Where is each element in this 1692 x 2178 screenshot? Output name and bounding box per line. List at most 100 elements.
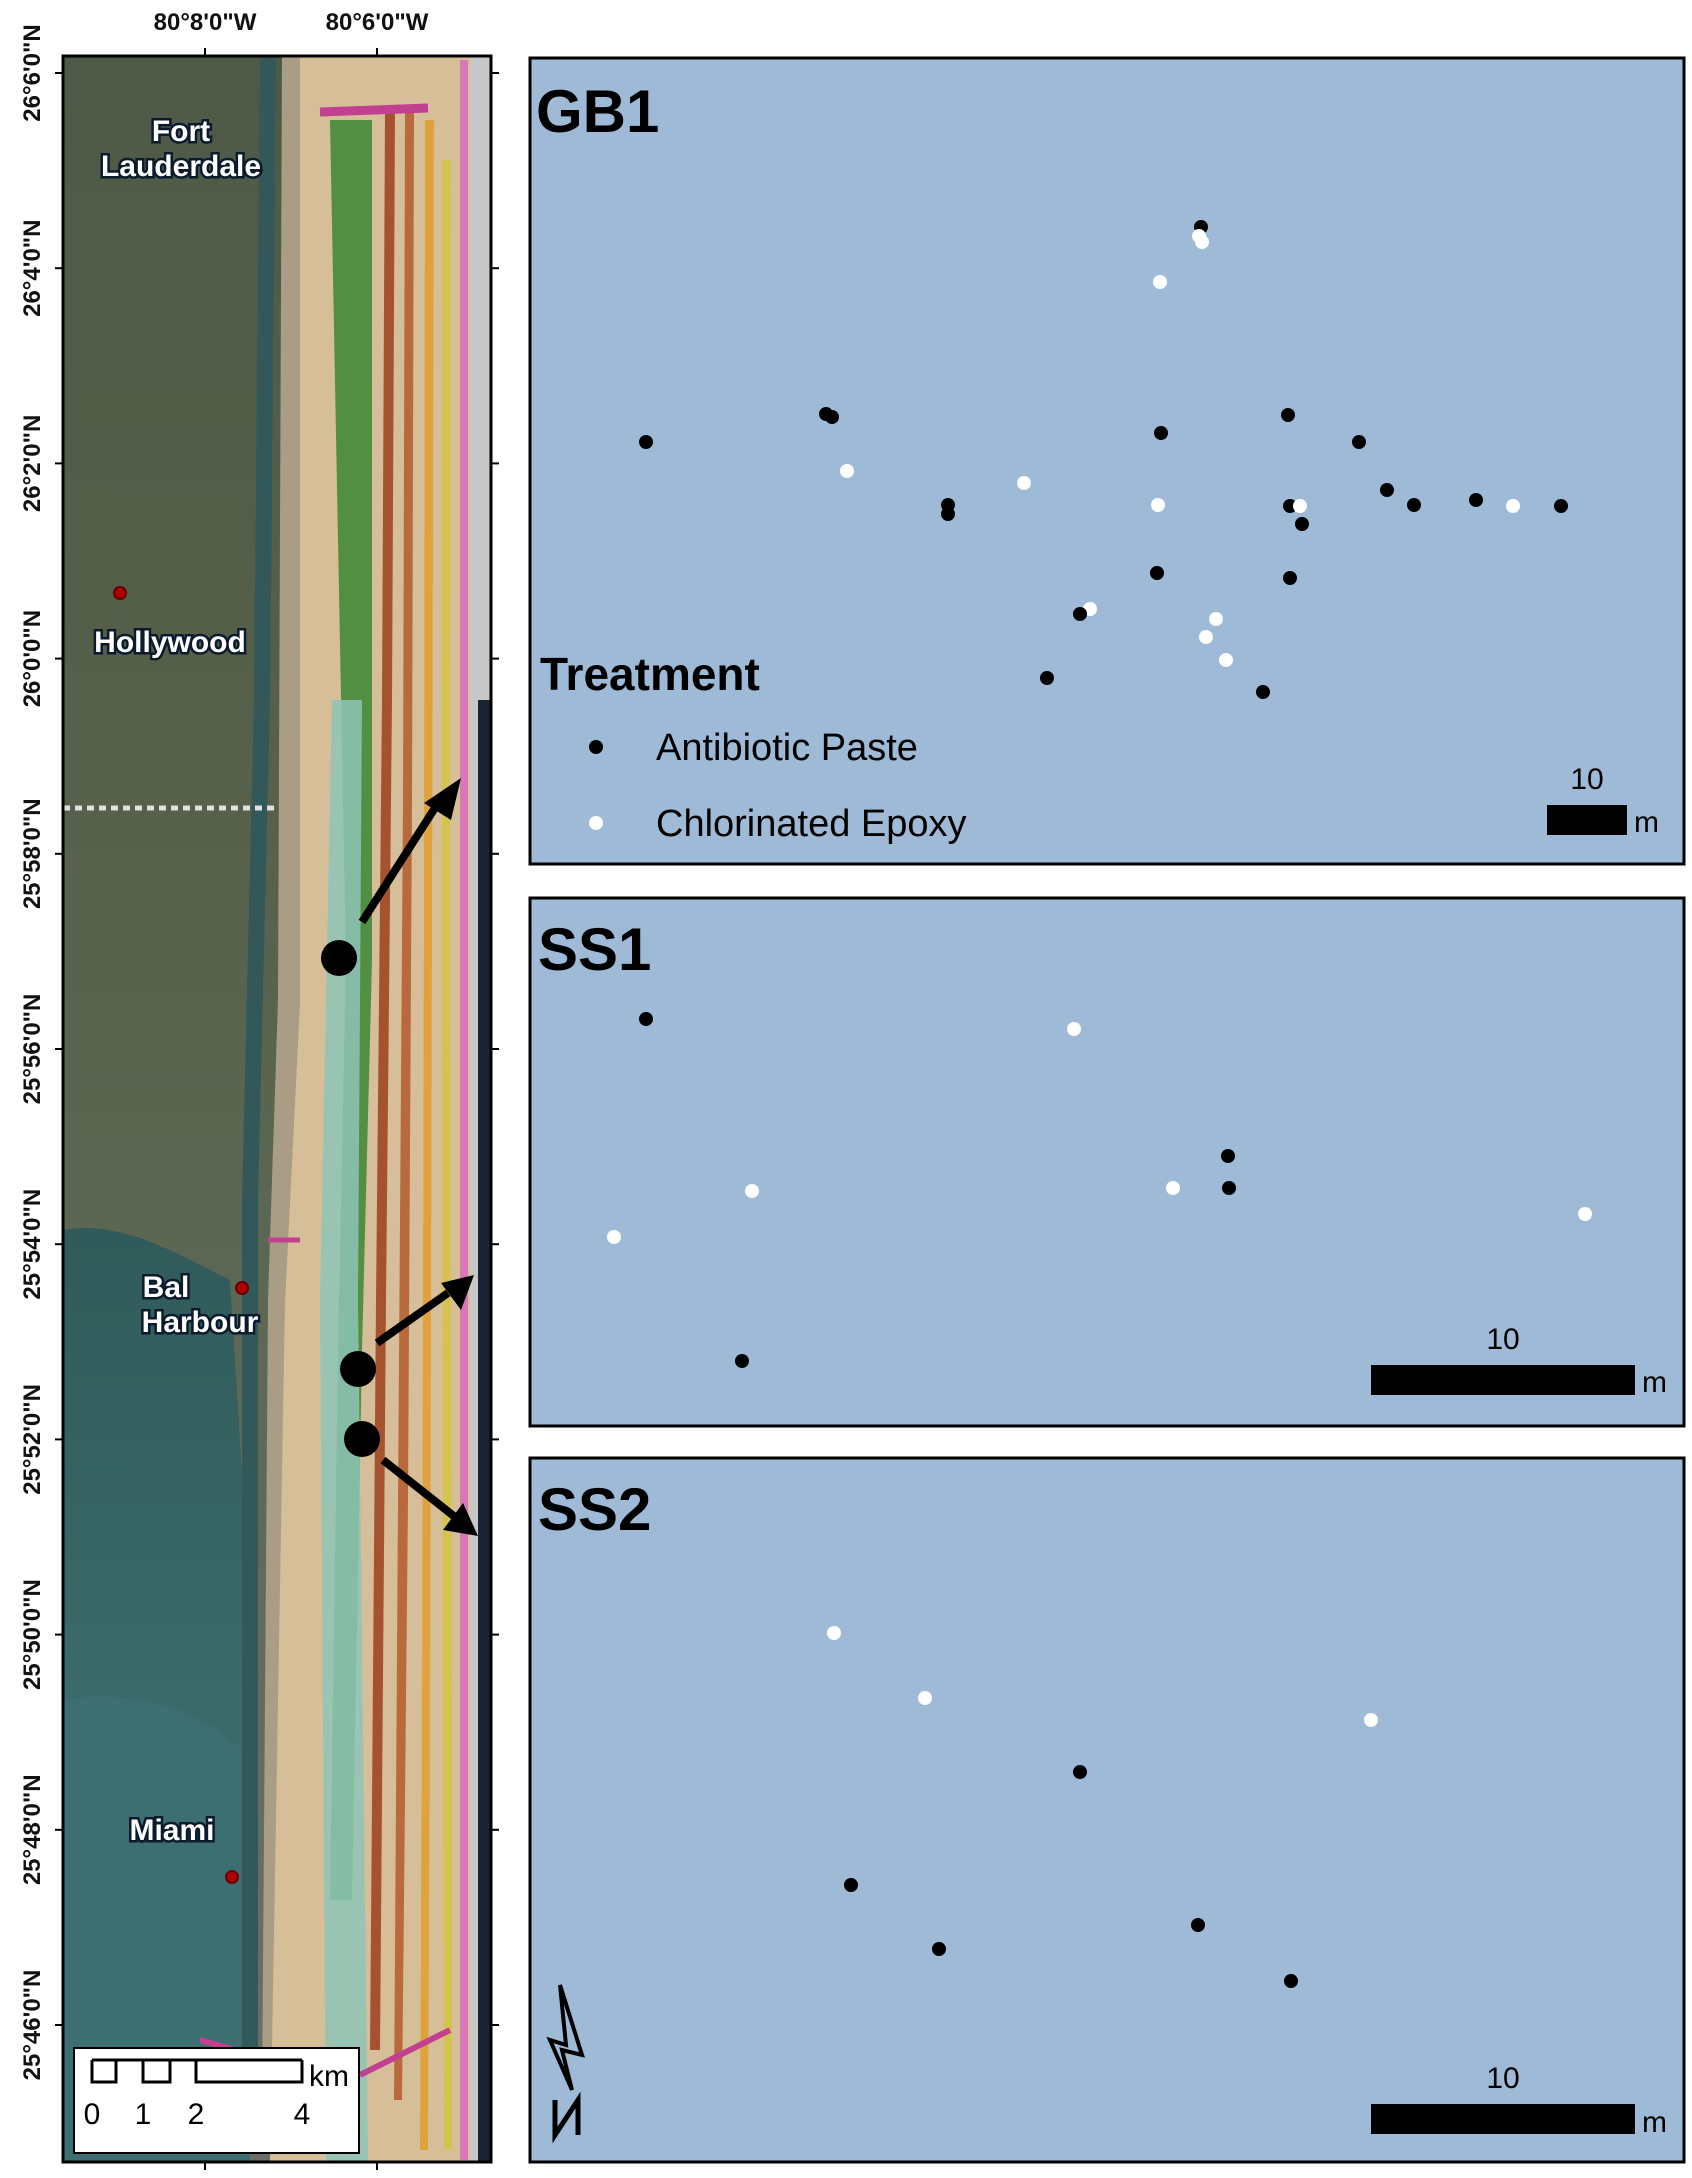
- panel-gb1: GB1 Treatment Antibiotic Paste Chlorinat…: [528, 56, 1686, 866]
- antibiotic-point-24: [1283, 571, 1297, 585]
- km-label-4: 4: [294, 2098, 311, 2131]
- panel-ss2-title: SS2: [538, 1476, 651, 1543]
- lat-label-3: 26°0'0"N: [19, 610, 46, 707]
- panel-ss2-scalebar: [1371, 2104, 1635, 2134]
- lat-label-4: 25°58'0"N: [19, 798, 46, 909]
- km-scalebar: 0 1 2 4 km: [73, 2047, 360, 2154]
- epoxy-point-2: [1195, 235, 1209, 249]
- panel-ss1: SS1 10 m: [528, 896, 1686, 1428]
- antibiotic-point-14: [1469, 493, 1483, 507]
- epoxy-point-3: [1153, 275, 1167, 289]
- antibiotic-point-16: [1554, 499, 1568, 513]
- epoxy-point-10: [840, 464, 854, 478]
- antibiotic-point-18: [941, 507, 955, 521]
- north-arrow-icon: [546, 1984, 585, 2144]
- legend-epoxy-label: Chlorinated Epoxy: [656, 803, 967, 845]
- lat-label-5: 25°56'0"N: [19, 994, 46, 1105]
- legend-title: Treatment: [540, 648, 760, 700]
- city-label-bal-harbour-1: Bal: [143, 1271, 190, 1304]
- panel-ss2-scale-label: 10: [1486, 2062, 1519, 2095]
- epoxy-point-29: [1219, 653, 1233, 667]
- km-label-0: 0: [84, 2098, 101, 2131]
- longitude-ticks: 80°8'0"W 80°6'0"W: [154, 9, 429, 2170]
- panel-ss1-frame: [528, 896, 1686, 1428]
- antibiotic-point-20: [1283, 499, 1297, 513]
- epoxy-point-27: [1209, 612, 1223, 626]
- epoxy-point-7: [607, 1230, 621, 1244]
- lat-label-10: 25°46'0"N: [19, 1970, 46, 2081]
- epoxy-point-21: [1293, 499, 1307, 513]
- legend-antibiotic-symbol: [589, 740, 603, 754]
- antibiotic-point-4: [844, 1878, 858, 1892]
- epoxy-point-15: [1506, 499, 1520, 513]
- antibiotic-point-5: [1222, 1181, 1236, 1195]
- antibiotic-point-5: [825, 410, 839, 424]
- antibiotic-point-26: [1073, 607, 1087, 621]
- lat-label-7: 25°52'0"N: [19, 1384, 46, 1495]
- latitude-ticks: 26°6'0"N 26°4'0"N 26°2'0"N 26°0'0"N 25°58'0"…: [19, 24, 499, 2080]
- lat-label-0: 26°6'0"N: [19, 24, 46, 121]
- antibiotic-point-22: [1295, 517, 1309, 531]
- panel-gb1-title: GB1: [536, 78, 659, 145]
- antibiotic-point-8: [1154, 426, 1168, 440]
- panel-gb1-scale-unit: m: [1634, 806, 1659, 839]
- lat-label-6: 25°54'0"N: [19, 1189, 46, 1300]
- lat-label-2: 26°2'0"N: [19, 415, 46, 512]
- antibiotic-point-23: [1150, 566, 1164, 580]
- antibiotic-point-5: [1191, 1918, 1205, 1932]
- panel-gb1-scalebar: [1547, 805, 1627, 835]
- lat-label-8: 25°50'0"N: [19, 1579, 46, 1690]
- km-label-1: 1: [135, 2098, 152, 2131]
- antibiotic-point-31: [1256, 685, 1270, 699]
- panel-ss2-scale-unit: m: [1642, 2106, 1667, 2139]
- panel-ss1-title: SS1: [538, 916, 651, 983]
- antibiotic-point-13: [1407, 498, 1421, 512]
- antibiotic-point-12: [1380, 483, 1394, 497]
- city-label-fort-lauderdale-1: Fort: [152, 115, 210, 148]
- legend-epoxy-symbol: [589, 816, 603, 830]
- lon-label-0: 80°8'0"W: [154, 9, 257, 36]
- overview-map: Fort Lauderdale Hollywood Bal Harbour Mi…: [19, 9, 499, 2170]
- panel-ss1-scale-label: 10: [1486, 1323, 1519, 1356]
- km-label-2: 2: [188, 2098, 205, 2131]
- lat-label-9: 25°48'0"N: [19, 1774, 46, 1885]
- epoxy-point-2: [1364, 1713, 1378, 1727]
- antibiotic-point-30: [1040, 671, 1054, 685]
- panel-ss1-scalebar: [1371, 1365, 1635, 1395]
- city-label-bal-harbour-2: Harbour: [142, 1306, 259, 1339]
- epoxy-point-19: [1151, 498, 1165, 512]
- epoxy-point-3: [745, 1184, 759, 1198]
- panel-gb1-frame: [528, 56, 1686, 866]
- epoxy-point-1: [918, 1691, 932, 1705]
- antibiotic-point-7: [639, 435, 653, 449]
- antibiotic-point-6: [932, 1942, 946, 1956]
- epoxy-point-6: [1578, 1207, 1592, 1221]
- antibiotic-point-2: [1221, 1149, 1235, 1163]
- lon-label-1: 80°6'0"W: [326, 9, 429, 36]
- epoxy-point-4: [1166, 1181, 1180, 1195]
- panel-ss2-points: [827, 1626, 1378, 1988]
- panel-ss2: SS2 10 m: [528, 1456, 1686, 2164]
- epoxy-point-1: [1067, 1022, 1081, 1036]
- antibiotic-point-6: [1281, 408, 1295, 422]
- epoxy-point-28: [1199, 630, 1213, 644]
- map-image: [63, 56, 491, 2162]
- city-label-fort-lauderdale-2: Lauderdale: [101, 150, 261, 183]
- panel-ss1-points: [607, 1012, 1592, 1368]
- antibiotic-point-0: [639, 1012, 653, 1026]
- epoxy-point-0: [827, 1626, 841, 1640]
- lat-label-1: 26°4'0"N: [19, 219, 46, 316]
- antibiotic-point-3: [1073, 1765, 1087, 1779]
- panel-gb1-points: [639, 220, 1568, 699]
- panel-ss1-scale-unit: m: [1642, 1366, 1667, 1399]
- legend-antibiotic-label: Antibiotic Paste: [656, 727, 918, 769]
- antibiotic-point-9: [1352, 435, 1366, 449]
- antibiotic-point-7: [1284, 1974, 1298, 1988]
- antibiotic-point-8: [735, 1354, 749, 1368]
- km-unit: km: [309, 2060, 349, 2093]
- city-label-miami: Miami: [129, 1814, 214, 1847]
- epoxy-point-11: [1017, 476, 1031, 490]
- panel-gb1-scale-label: 10: [1570, 763, 1603, 796]
- city-label-hollywood: Hollywood: [94, 626, 246, 659]
